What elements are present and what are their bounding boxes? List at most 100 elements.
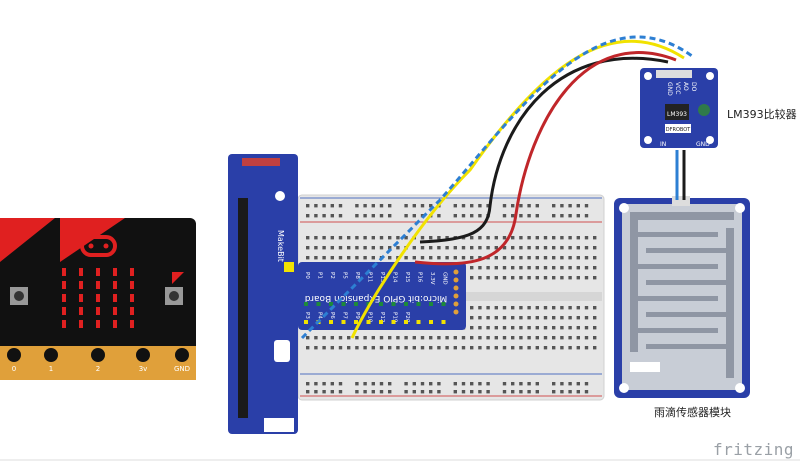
gpio-pin-g xyxy=(354,302,358,306)
breadboard-hole xyxy=(593,336,597,340)
breadboard-hole xyxy=(347,256,351,260)
breadboard-hole xyxy=(470,246,474,250)
breadboard-hole xyxy=(470,382,474,386)
breadboard-hole xyxy=(552,306,556,310)
breadboard-hole xyxy=(461,204,466,208)
breadboard-hole xyxy=(584,382,589,386)
breadboard-hole xyxy=(470,336,474,340)
breadboard-hole xyxy=(568,214,572,218)
breadboard-hole xyxy=(412,390,416,394)
breadboard-hole xyxy=(552,266,556,270)
breadboard-hole xyxy=(502,236,507,240)
breadboard-hole xyxy=(543,236,548,240)
breadboard-hole xyxy=(486,266,490,270)
breadboard-hole xyxy=(420,336,425,340)
gpio-pin-g xyxy=(429,302,433,306)
breadboard-hole xyxy=(568,236,572,240)
breadboard-hole xyxy=(584,326,589,330)
breadboard-hole xyxy=(552,236,556,240)
button-b[interactable] xyxy=(165,287,183,305)
breadboard-hole xyxy=(560,316,564,320)
gpio-pin-g xyxy=(441,302,446,306)
breadboard-hole xyxy=(371,346,375,350)
breadboard-hole xyxy=(560,214,564,218)
breadboard-hole xyxy=(535,346,539,350)
gpio-pin-g xyxy=(329,302,333,306)
breadboard-hole xyxy=(568,346,572,350)
breadboard-hole xyxy=(306,390,310,394)
breadboard-hole xyxy=(543,276,548,280)
breadboard-hole xyxy=(519,214,523,218)
led xyxy=(62,320,66,328)
breadboard-hole xyxy=(478,382,482,386)
breadboard-hole xyxy=(371,246,375,250)
breadboard-hole xyxy=(584,204,589,208)
breadboard-hole xyxy=(486,336,490,340)
breadboard-hole xyxy=(404,204,408,208)
breadboard-hole xyxy=(478,266,482,270)
breadboard-hole xyxy=(429,346,433,350)
breadboard-hole xyxy=(486,382,490,386)
breadboard-hole xyxy=(306,236,310,240)
breadboard-hole xyxy=(511,390,515,394)
gpio-label: P1 xyxy=(317,272,323,279)
led xyxy=(62,294,66,302)
breadboard-hole xyxy=(347,236,351,240)
breadboard-hole xyxy=(445,256,449,260)
breadboard-hole xyxy=(535,204,539,208)
breadboard-hole xyxy=(535,276,539,280)
button-a[interactable] xyxy=(10,287,28,305)
led xyxy=(113,307,117,315)
breadboard-hole xyxy=(543,306,548,310)
breadboard-hole xyxy=(502,316,507,320)
breadboard-hole xyxy=(314,390,318,394)
breadboard-hole xyxy=(494,346,498,350)
breadboard-hole xyxy=(379,346,384,350)
potentiometer[interactable] xyxy=(698,104,710,116)
breadboard-hole xyxy=(527,382,531,386)
breadboard-hole xyxy=(363,214,367,218)
breadboard-hole xyxy=(535,326,539,330)
breadboard-hole xyxy=(429,246,433,250)
breadboard-hole xyxy=(396,246,400,250)
breadboard-hole xyxy=(461,214,466,218)
microbit-logo-icon xyxy=(80,235,117,257)
led xyxy=(130,268,134,276)
rain-sensor-label: 雨滴传感器模块 xyxy=(654,406,731,419)
microbit-slot xyxy=(238,198,248,418)
breadboard-hole xyxy=(535,236,539,240)
breadboard-hole xyxy=(314,236,318,240)
led xyxy=(96,281,100,289)
breadboard-hole xyxy=(306,214,310,218)
dfrobot-logo xyxy=(665,124,691,133)
breadboard-hole xyxy=(593,266,597,270)
breadboard-hole xyxy=(527,306,531,310)
breadboard-hole xyxy=(437,390,441,394)
breadboard-hole xyxy=(404,346,408,350)
gpio-label: P11 xyxy=(367,272,373,282)
led xyxy=(130,281,134,289)
breadboard-hole xyxy=(560,276,564,280)
breadboard-hole xyxy=(420,246,425,250)
led xyxy=(130,320,134,328)
breadboard-hole xyxy=(527,346,531,350)
breadboard-hole xyxy=(502,266,507,270)
breadboard-hole xyxy=(437,256,441,260)
gpio-pin-g xyxy=(416,302,421,306)
breadboard-hole xyxy=(527,326,531,330)
breadboard-hole xyxy=(338,246,343,250)
switch[interactable] xyxy=(274,340,290,362)
breadboard-hole xyxy=(470,236,474,240)
breadboard-hole xyxy=(420,236,425,240)
breadboard-hole xyxy=(412,346,416,350)
breadboard-hole xyxy=(584,246,589,250)
breadboard-hole xyxy=(412,214,416,218)
breadboard-hole xyxy=(543,336,548,340)
breadboard-hole xyxy=(502,306,507,310)
expansion-board: MakeBit Micro:bit GPIO Expansion Board P… xyxy=(228,154,466,434)
breadboard-hole xyxy=(560,204,564,208)
breadboard-hole xyxy=(502,204,507,208)
breadboard-hole xyxy=(552,326,556,330)
breadboard-hole xyxy=(593,326,597,330)
breadboard-hole xyxy=(363,236,367,240)
